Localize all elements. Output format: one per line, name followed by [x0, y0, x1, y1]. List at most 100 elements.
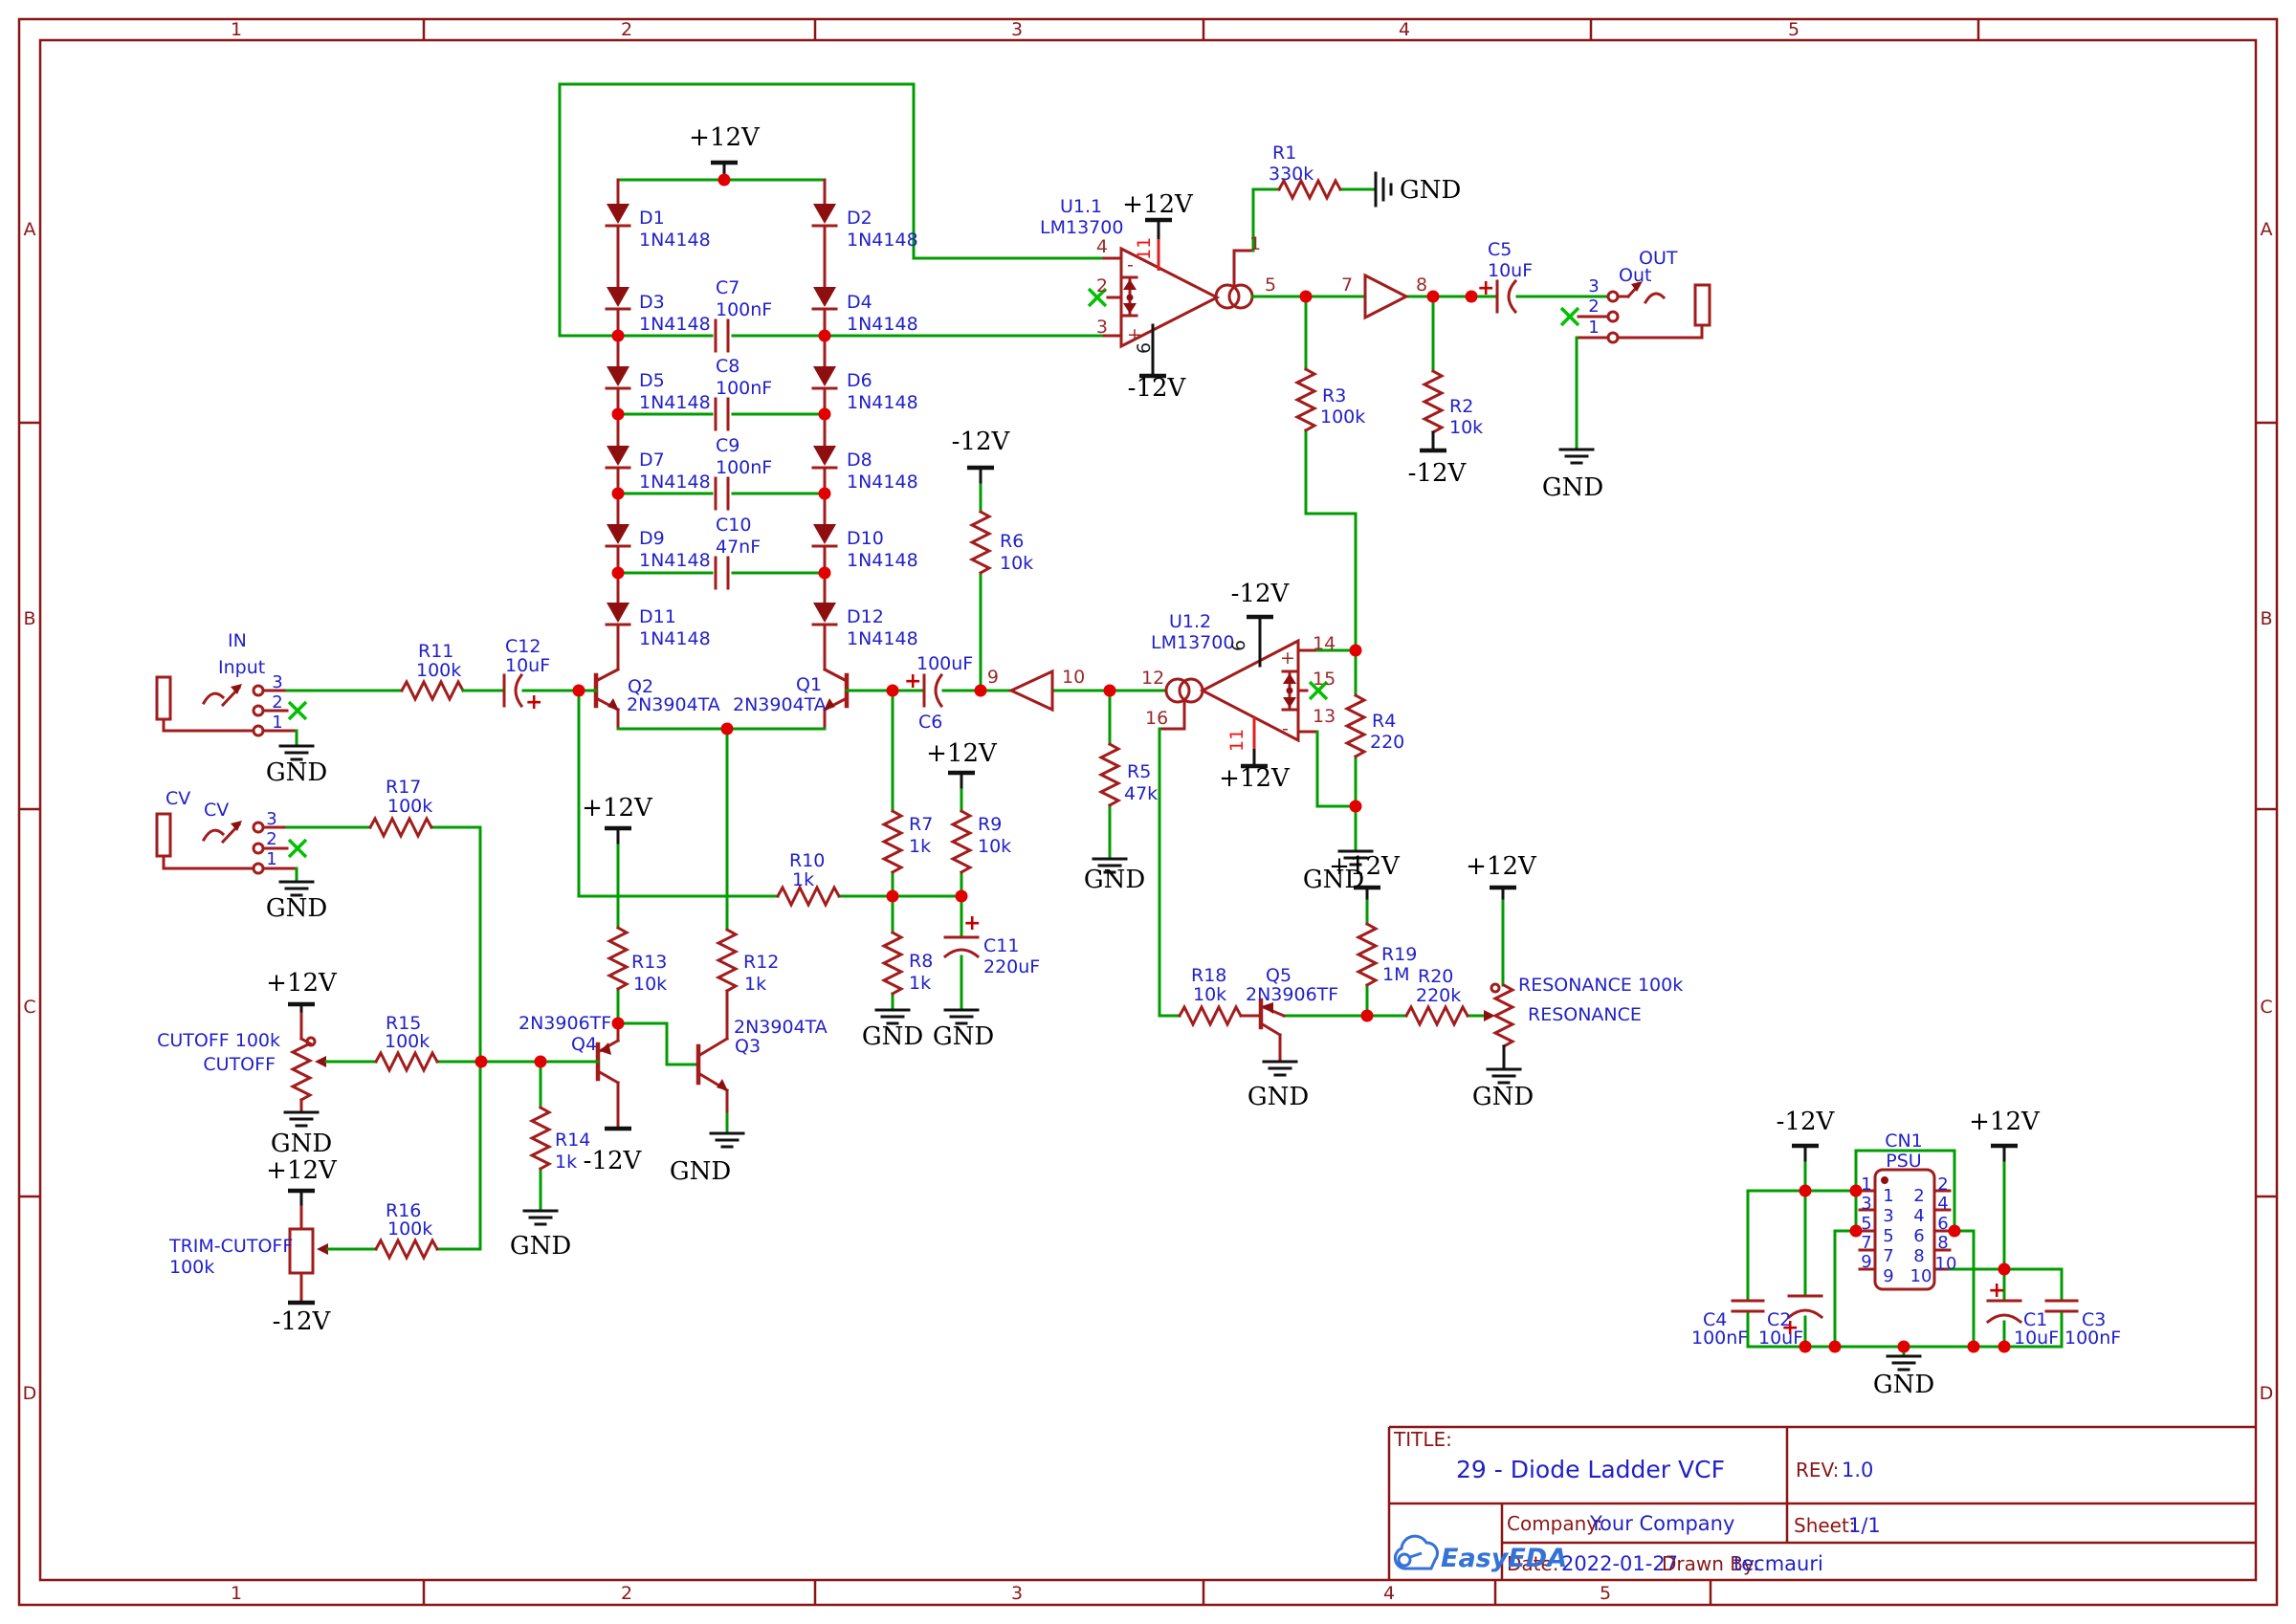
jp-cn1-o5: 5	[1861, 1214, 1871, 1234]
gnd-symbol-psu	[1886, 1354, 1922, 1372]
cutoff-pot	[283, 1004, 600, 1128]
pw-psu-p: +12V	[1969, 1108, 2041, 1136]
pin-u11-plus: +	[1127, 324, 1142, 345]
tb-company: Your Company	[1589, 1512, 1734, 1535]
expo-converter	[522, 828, 745, 1226]
val-r10: 1k	[792, 869, 814, 890]
pin-u12-minus: -	[1282, 718, 1289, 739]
tb-drawn: tecmauri	[1733, 1552, 1823, 1575]
border-right-b: B	[2260, 608, 2272, 629]
plus-c5: +	[1477, 276, 1494, 300]
resistor-r14	[530, 1106, 551, 1171]
val-c3: 100nF	[2064, 1328, 2121, 1349]
resistor-r15	[374, 1051, 439, 1072]
no-connect-cv-2	[287, 838, 308, 859]
ref-d3: D3	[639, 292, 665, 313]
pw-trim-m: -12V	[273, 1307, 332, 1336]
tb-drawn-label: Drawn By:	[1662, 1552, 1759, 1575]
ref-c5: C5	[1488, 239, 1512, 260]
resistor-r6	[967, 468, 994, 692]
val-c4: 100nF	[1691, 1328, 1748, 1349]
jp-cn1-o10: 10	[1935, 1254, 1957, 1274]
ref-r3: R3	[1322, 385, 1346, 406]
jp-cn1-i3: 3	[1883, 1206, 1893, 1226]
psu-connector	[1731, 1146, 2079, 1372]
val-c8: 100nF	[716, 378, 772, 399]
border-bottom-4: 4	[1383, 1583, 1395, 1604]
val-c7: 100nF	[716, 299, 772, 320]
capacitor-c5	[1495, 278, 1518, 315]
ref-c12: C12	[505, 636, 541, 657]
border-top-1: 1	[231, 19, 242, 40]
pin-u12-16: 16	[1145, 708, 1168, 729]
pw-r19: +12V	[1329, 852, 1401, 881]
jp-in-3: 3	[272, 672, 282, 692]
ref-r18: R18	[1191, 965, 1226, 986]
jp-cn1-i10: 10	[1910, 1266, 1932, 1286]
plus-c1: +	[1988, 1279, 2005, 1303]
gnd-q5: GND	[1247, 1083, 1309, 1111]
jp-cn1-o7: 7	[1861, 1233, 1871, 1253]
pin-u12-11: 11	[1226, 729, 1247, 752]
jp-cn1-o2: 2	[1937, 1174, 1948, 1195]
gnd-symbol-c11	[943, 1008, 980, 1025]
resistor-r17	[368, 817, 433, 838]
in-jack	[155, 675, 404, 761]
val-q2: 2N3904TA	[627, 694, 720, 715]
plus-c11: +	[963, 911, 981, 935]
border-top-4: 4	[1399, 19, 1410, 40]
resistor-r3	[1295, 295, 1358, 652]
ref-r13: R13	[631, 952, 667, 973]
ref-r10: R10	[789, 850, 825, 871]
border-top-5: 5	[1788, 19, 1799, 40]
val-d1: 1N4148	[639, 230, 711, 251]
val-r4: 220	[1370, 732, 1404, 753]
ref-d10: D10	[847, 528, 884, 549]
val-r9: 10k	[978, 836, 1011, 857]
tb-title-label: TITLE:	[1393, 1428, 1452, 1451]
pin-u11-11: 11	[1134, 237, 1155, 260]
jp-cn1-i8: 8	[1913, 1246, 1924, 1266]
val-r3: 100k	[1320, 406, 1365, 428]
pin-u11-4: 4	[1096, 236, 1108, 257]
ref-c6: C6	[918, 712, 942, 733]
border-left-a: A	[24, 219, 36, 240]
gnd-psu: GND	[1873, 1371, 1934, 1399]
val-d12: 1N4148	[847, 628, 918, 649]
net-in: IN	[228, 630, 247, 651]
jp-cn1-o9: 9	[1861, 1252, 1871, 1272]
jp-cn1-o3: 3	[1861, 1194, 1871, 1214]
pot-res-name: RESONANCE	[1528, 1004, 1642, 1025]
val-d6: 1N4148	[847, 392, 918, 413]
val-c10: 47nF	[716, 537, 761, 558]
name-in: Input	[218, 657, 265, 678]
resistor-r11	[400, 680, 465, 701]
border-top-3: 3	[1011, 19, 1023, 40]
pin-u12-6: 6	[1228, 640, 1249, 651]
jp-out-1: 1	[1588, 318, 1599, 338]
ref-c11: C11	[983, 935, 1019, 956]
pw-u11-m: -12V	[1128, 374, 1187, 403]
ref-r15: R15	[386, 1013, 421, 1034]
pw-r2: -12V	[1408, 459, 1468, 488]
gnd-symbol-r8	[874, 1008, 911, 1025]
pin-u11-5: 5	[1265, 274, 1276, 296]
ref-c7: C7	[716, 277, 740, 298]
ref-r9: R9	[978, 814, 1002, 835]
ref-q5: Q5	[1266, 965, 1292, 986]
ref-r8: R8	[909, 951, 933, 972]
gnd-out: GND	[1542, 473, 1603, 502]
pin-u11-2: 2	[1096, 275, 1108, 296]
val-u1-2: LM13700	[1151, 632, 1234, 653]
ref-r2: R2	[1449, 396, 1473, 417]
gnd-symbol-r14	[522, 1209, 559, 1226]
pw-trim-p: +12V	[266, 1156, 338, 1185]
pw-res: +12V	[1466, 852, 1537, 881]
pin-buf1-8: 8	[1416, 274, 1427, 296]
ref-c9: C9	[716, 435, 740, 456]
pin-u12-plus: +	[1280, 647, 1295, 669]
resistor-r18	[1178, 1005, 1243, 1026]
val-r13: 10k	[633, 974, 667, 995]
pin-u12-14: 14	[1313, 633, 1336, 654]
val-r12: 1k	[744, 974, 766, 995]
